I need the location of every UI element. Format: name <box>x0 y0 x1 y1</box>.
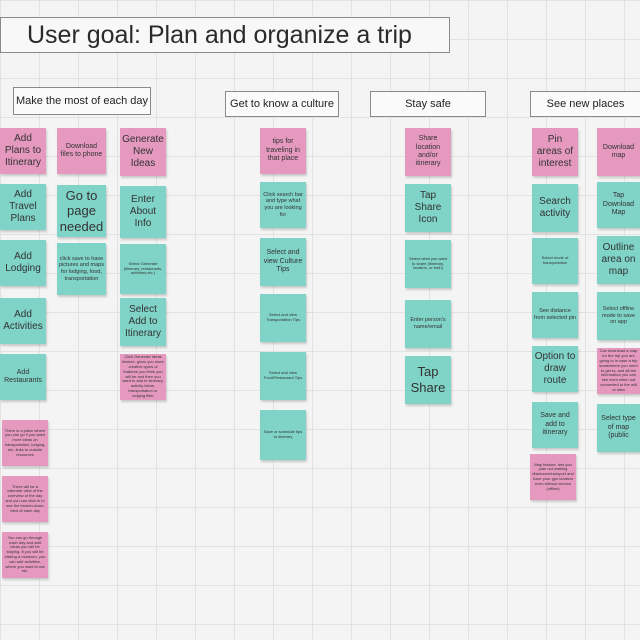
sticky-note: Select and view Culture Tips <box>260 238 306 286</box>
sticky-note: There is a place where you can go if you… <box>2 420 48 466</box>
board-title: User goal: Plan and organize a trip <box>0 17 450 53</box>
sticky-note: Click search bar and type what you are l… <box>260 182 306 228</box>
sticky-note: Select and view Transportation Tips <box>260 294 306 342</box>
sticky-note: Click Generate Ideas feature, gives you … <box>120 354 166 400</box>
sticky-note: Outline area on map <box>597 236 640 284</box>
sticky-note: Share location and/or itinerary <box>405 128 451 176</box>
sticky-note: Enter About Info <box>120 186 166 238</box>
sticky-note: Select what you want to share (itinerary… <box>405 240 451 288</box>
sticky-note: Select Generate (itinerary, restaurants,… <box>120 244 166 294</box>
sticky-note: Select mode of transportation <box>532 238 578 284</box>
header-most-of-day: Make the most of each day <box>13 87 151 115</box>
sticky-note: tips for traveling in that place <box>260 128 306 174</box>
sticky-note: Select offline mode to save on app <box>597 292 640 340</box>
header-stay-safe: Stay safe <box>370 91 486 117</box>
header-new-places: See new places <box>530 91 640 117</box>
sticky-note: Add Restaurants <box>0 354 46 400</box>
sticky-note: Pin areas of interest <box>532 128 578 176</box>
sticky-note: Download files to phone <box>57 128 106 174</box>
sticky-note: Generate New Ideas <box>120 128 166 176</box>
sticky-note: See distance from selected pin <box>532 292 578 338</box>
sticky-note: You can go through each day and add idea… <box>2 532 48 578</box>
sticky-note: Go to page needed <box>57 185 106 237</box>
sticky-note: Enter person's name/email <box>405 300 451 348</box>
sticky-note: Tap Share <box>405 356 451 404</box>
sticky-note: Add Activities <box>0 298 46 344</box>
sticky-note: Add Travel Plans <box>0 184 46 230</box>
sticky-note: Tap Share Icon <box>405 184 451 232</box>
sticky-note: Add Lodging <box>0 240 46 286</box>
sticky-note: Save and add to itinerary <box>532 402 578 448</box>
sticky-note: Map feature- lets you plan out walking d… <box>530 454 576 500</box>
sticky-note: Download map <box>597 128 640 176</box>
sticky-note: Tap Download Map <box>597 182 640 228</box>
sticky-note: Can download a map for the trip you are … <box>597 348 640 394</box>
sticky-note: Search activity <box>532 184 578 232</box>
sticky-note: Select and view Food/Restaurant Tips <box>260 352 306 400</box>
sticky-note: Select Add to Itinerary <box>120 298 166 346</box>
sticky-note: Add Plans to Itinerary <box>0 128 46 174</box>
sticky-note: Select type of map (public <box>597 404 640 452</box>
header-culture: Get to know a culture <box>225 91 339 117</box>
sticky-note: Option to draw route <box>532 346 578 392</box>
sticky-note: There will be a calendar view of the ove… <box>2 476 48 522</box>
sticky-note: Save or schedule tips to itinerary <box>260 410 306 460</box>
sticky-note: click save to have pictures and maps for… <box>57 243 106 295</box>
